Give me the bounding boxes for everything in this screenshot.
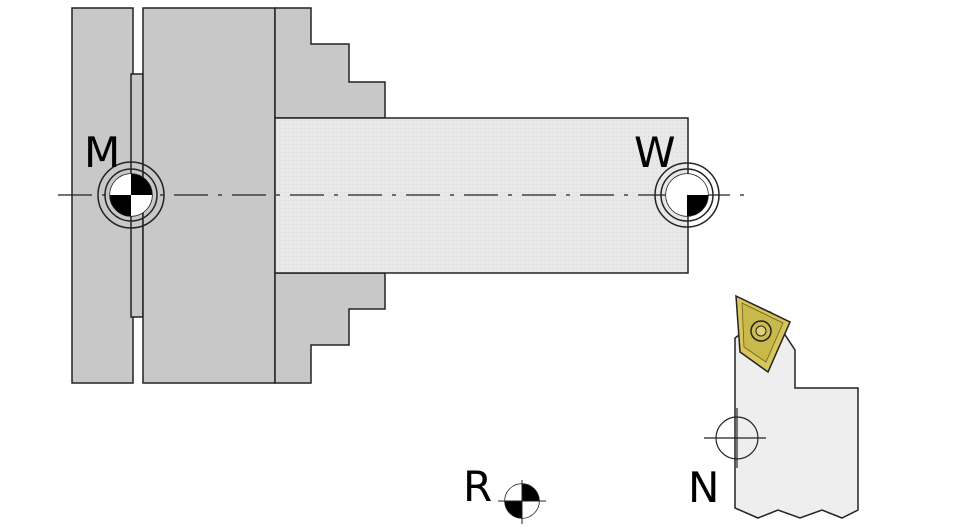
reference-point-symbol xyxy=(498,480,546,524)
workpiece-zero-label: W xyxy=(634,128,676,177)
machine-zero-label: M xyxy=(84,128,120,177)
machine-zero-symbol xyxy=(97,161,165,229)
reference-point-label: R xyxy=(463,462,492,511)
tool-reference-point-label: N xyxy=(688,463,719,512)
chuck-jaw-lower xyxy=(274,272,386,384)
workpiece-zero-symbol xyxy=(654,162,720,228)
tool-reference-point-symbol xyxy=(704,408,766,468)
quadrant-target-icon xyxy=(97,161,165,229)
chuck-jaw-upper xyxy=(274,7,386,119)
cutting-insert xyxy=(735,294,791,374)
quadrant-target-icon xyxy=(654,162,720,228)
